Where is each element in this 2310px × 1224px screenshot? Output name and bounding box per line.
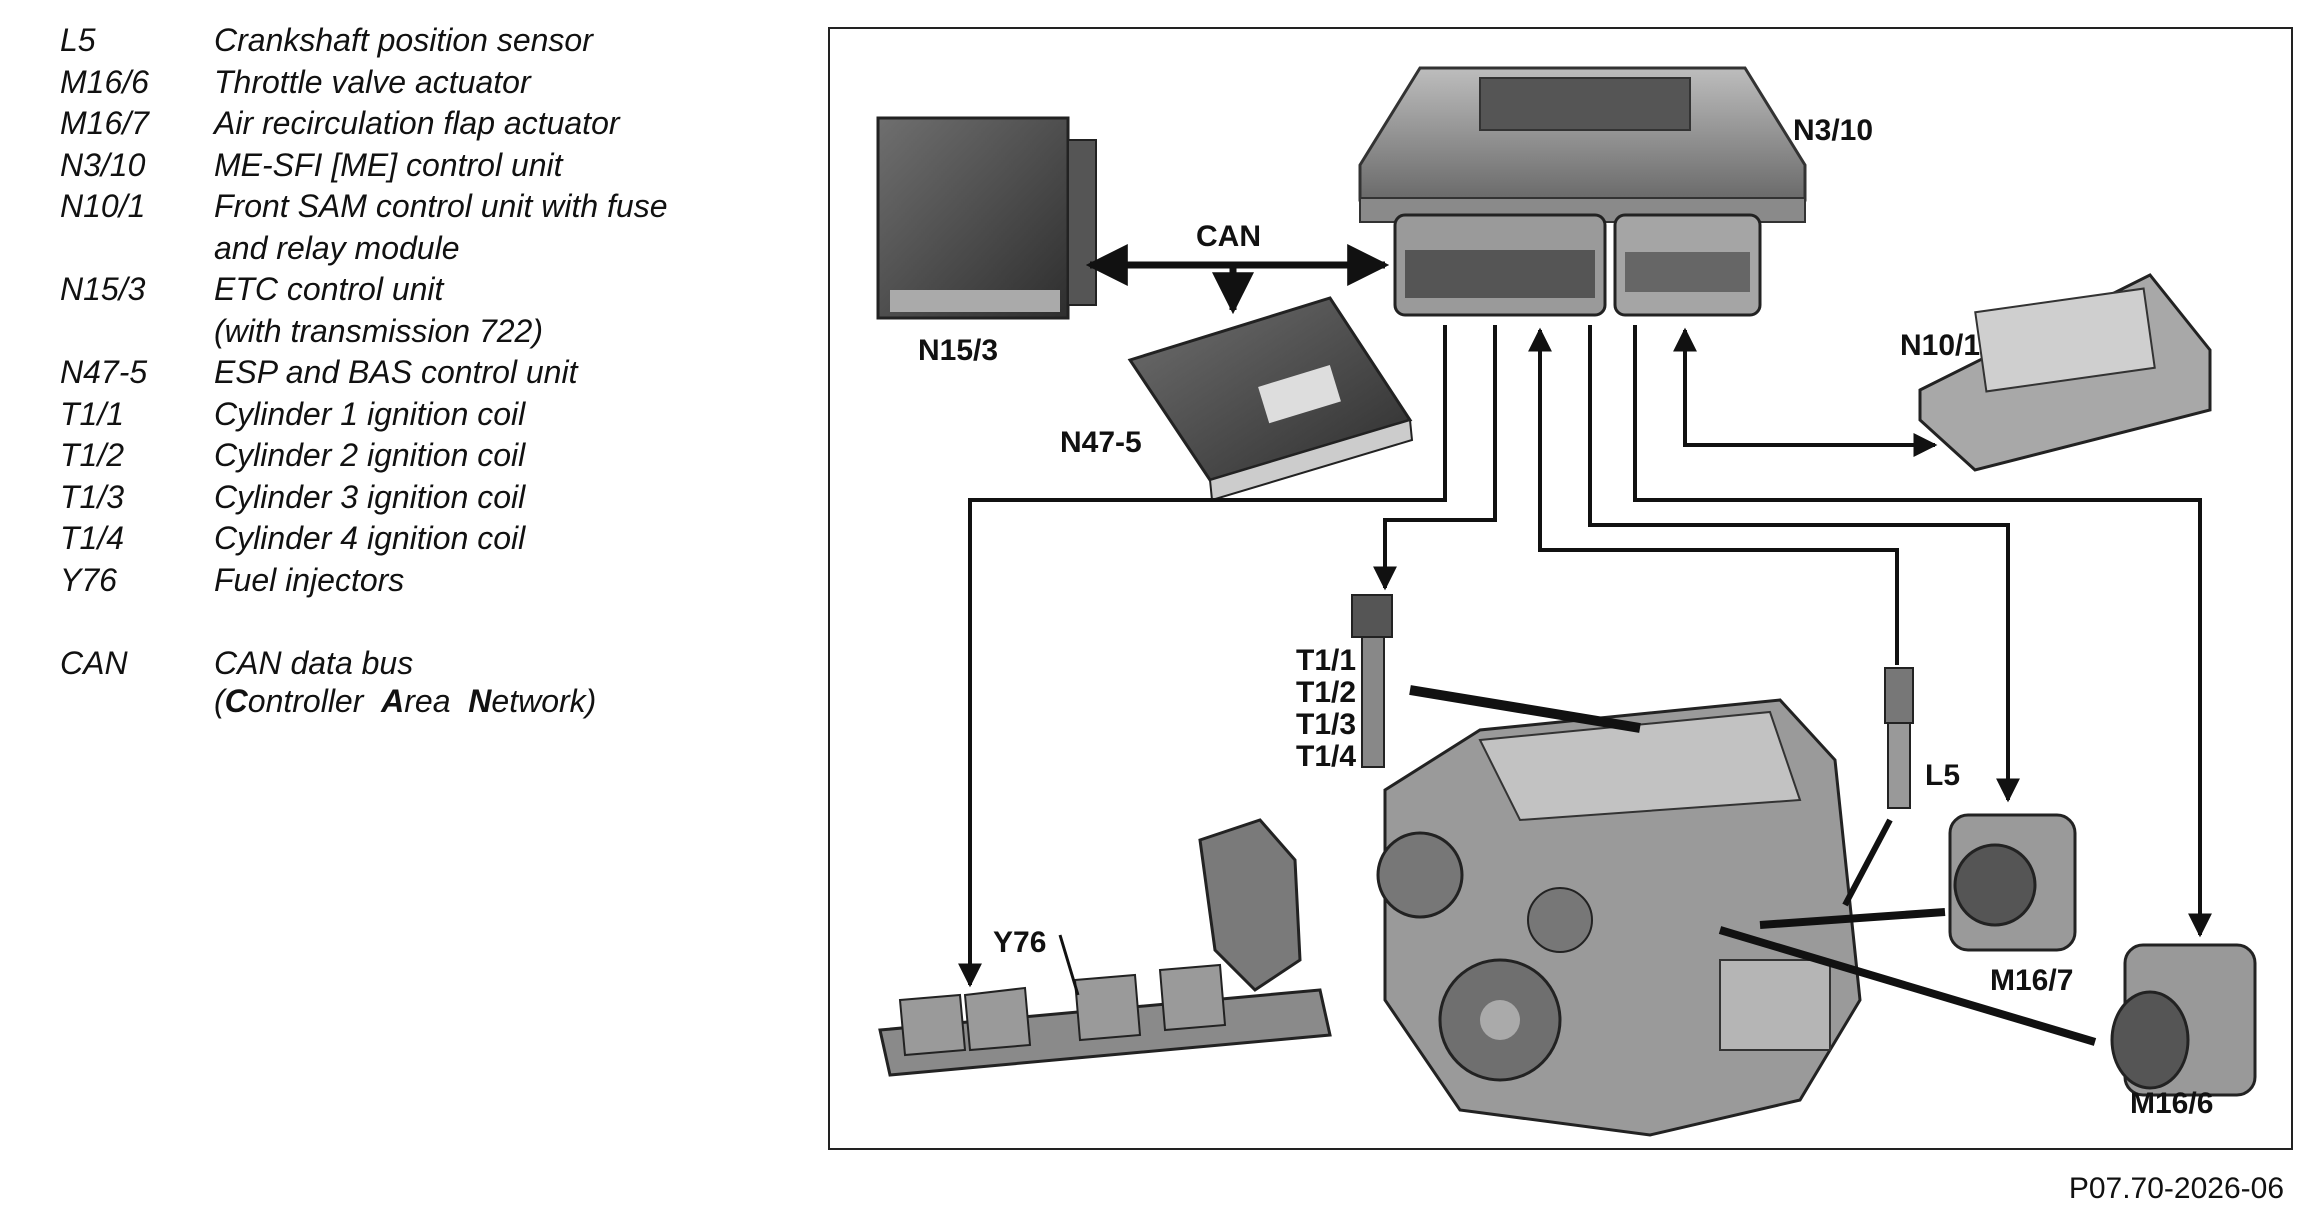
- legend-description: Air recirculation flap actuator: [214, 105, 620, 141]
- legend-code-can: CAN: [60, 645, 128, 681]
- legend-description-can: CAN data bus: [214, 645, 414, 681]
- legend-description: Cylinder 1 ignition coil: [214, 395, 526, 432]
- label-m16-6: M16/6: [2130, 1087, 2213, 1120]
- legend-description: Fuel injectors: [214, 561, 405, 598]
- ignition-coil-illustration: [1351, 594, 1393, 768]
- legend-description: Crankshaft position sensor: [214, 22, 593, 58]
- label-t1-1: T1/1: [1296, 644, 1356, 677]
- legend-code: M16/7: [60, 105, 149, 141]
- figure-code: P07.70-2026-06: [2068, 1172, 2284, 1205]
- legend-code: Y76: [60, 561, 117, 598]
- label-can: CAN: [1196, 220, 1261, 253]
- front-sam-illustration: [1918, 273, 2212, 472]
- legend-description: ESP and BAS control unit: [214, 354, 578, 390]
- legend-code: T1/3: [60, 478, 125, 515]
- legend-code: T1/2: [60, 437, 125, 473]
- can-expansion-part: C: [224, 683, 248, 719]
- label-t1-4: T1/4: [1296, 740, 1356, 773]
- label-n3-10: N3/10: [1793, 114, 1873, 147]
- crankshaft-sensor-illustration: [1884, 667, 1914, 809]
- etc-control-unit-illustration: [876, 116, 1097, 320]
- me-control-unit-illustration: [1358, 66, 1807, 317]
- label-m16-7: M16/7: [1990, 964, 2073, 997]
- label-y76: Y76: [993, 926, 1046, 959]
- fuel-injectors-illustration: [878, 818, 1332, 1077]
- legend-code: T1/4: [60, 520, 125, 556]
- label-n10-1: N10/1: [1900, 329, 1980, 362]
- legend-description: Throttle valve actuator: [214, 63, 531, 100]
- connection-lines: [958, 244, 2212, 1046]
- engine-illustration: [1376, 698, 1862, 1137]
- legend-description: ETC control unit: [214, 271, 444, 307]
- label-t1-2: T1/2: [1296, 676, 1356, 709]
- label-n47-5: N47-5: [1060, 426, 1142, 459]
- legend-description-can-expansion: (Controller Area Network): [214, 681, 596, 721]
- legend-code: N10/1: [60, 188, 146, 224]
- legend-code: M16/6: [60, 63, 149, 100]
- legend-description: Cylinder 4 ignition coil: [214, 520, 526, 556]
- legend-description: ME-SFI [ME] control unit: [214, 146, 563, 183]
- diagram-frame: [828, 27, 2293, 1150]
- legend-code: N15/3: [60, 271, 146, 307]
- can-expansion-part: etwork): [491, 683, 597, 719]
- legend-code: L5: [60, 22, 96, 58]
- label-l5: L5: [1925, 759, 1960, 792]
- legend-description: Cylinder 2 ignition coil: [214, 437, 526, 473]
- esp-control-unit-illustration: [1127, 296, 1414, 502]
- legend-description: Front SAM control unit with fuse: [214, 188, 668, 224]
- can-expansion-part: rea: [404, 683, 469, 719]
- can-expansion-part: N: [468, 683, 492, 719]
- legend-code: N3/10: [60, 146, 146, 183]
- label-t1-3: T1/3: [1296, 708, 1356, 741]
- legend-description: Cylinder 3 ignition coil: [214, 478, 526, 515]
- legend-code: T1/1: [60, 395, 125, 432]
- label-n15-3: N15/3: [918, 334, 998, 367]
- can-expansion-part: ontroller: [247, 683, 382, 719]
- can-expansion-part: A: [381, 683, 405, 719]
- legend-description: (with transmission 722): [214, 312, 543, 349]
- legend-description: and relay module: [214, 229, 460, 266]
- recirculation-flap-illustration: [1948, 813, 2077, 952]
- can-expansion-part: (: [214, 683, 225, 719]
- legend-code: N47-5: [60, 354, 148, 390]
- throttle-valve-illustration: [2110, 943, 2257, 1097]
